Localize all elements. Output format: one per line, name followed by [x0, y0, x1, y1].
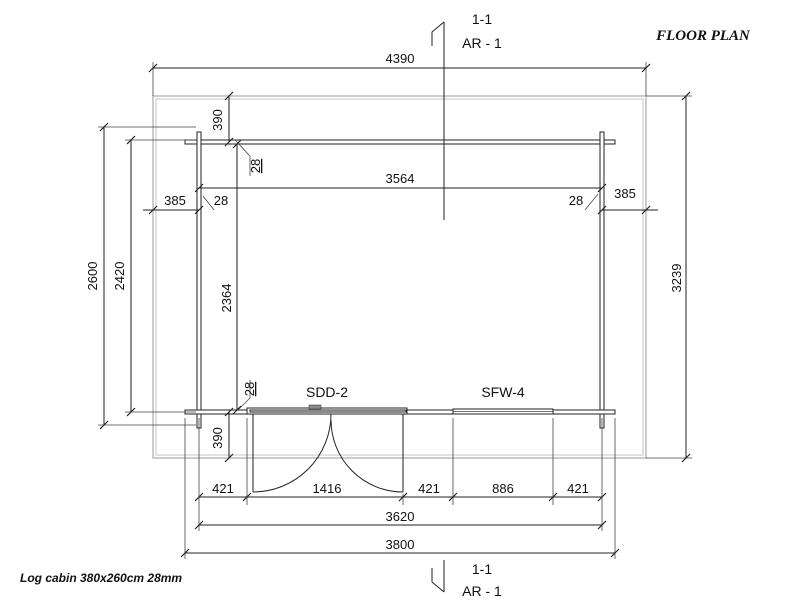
section-bottom-ref: AR - 1: [462, 583, 502, 599]
dim-label-28-top: 28: [248, 159, 263, 173]
drawing-caption: Log cabin 380x260cm 28mm: [20, 571, 182, 585]
dim-side-overhang-left: [143, 195, 215, 215]
dim-height-outer: [98, 122, 196, 430]
dim-label-2420: 2420: [112, 262, 127, 291]
drawing-title: FLOOR PLAN: [655, 28, 751, 44]
section-top-number: 1-1: [472, 11, 492, 27]
dim-bottom-segments: [194, 418, 607, 505]
dim-roof-depth: [646, 91, 692, 463]
wall-top: [184, 139, 616, 145]
dim-wall-width: [194, 505, 607, 531]
dim-label-28-right: 28: [569, 193, 583, 208]
dim-interior-depth: [232, 139, 242, 415]
section-bottom-number: 1-1: [472, 561, 492, 577]
door-sdd-2: [246, 404, 408, 493]
dim-label-390-top: 390: [210, 109, 225, 131]
dim-label-1416: 1416: [313, 481, 342, 496]
section-top-ref: AR - 1: [462, 35, 502, 51]
section-line: [431, 21, 445, 593]
wall-right: [599, 131, 605, 429]
window-label: SFW-4: [481, 384, 525, 400]
roof-outline: [152, 95, 647, 459]
dim-overall-roof-width: [148, 62, 651, 96]
door-label: SDD-2: [306, 384, 348, 400]
dim-label-390-bottom: 390: [210, 427, 225, 449]
dim-label-3239: 3239: [669, 264, 684, 293]
dim-side-overhang-right: [584, 193, 658, 215]
dim-label-385-right: 385: [614, 186, 636, 201]
dim-label-28-left: 28: [214, 193, 228, 208]
dim-label-28-bottom: 28: [242, 382, 257, 396]
dim-label-2600: 2600: [85, 262, 100, 291]
dim-label-421-right: 421: [567, 481, 589, 496]
window-sfw-4: [452, 408, 554, 415]
dim-label-421-left: 421: [212, 481, 234, 496]
dim-label-3620: 3620: [386, 509, 415, 524]
wall-left: [196, 131, 202, 429]
dim-label-3564: 3564: [386, 171, 415, 186]
dim-label-4390: 4390: [386, 51, 415, 66]
dim-label-3800: 3800: [386, 537, 415, 552]
dim-label-385-left: 385: [164, 193, 186, 208]
dim-label-421-mid: 421: [418, 481, 440, 496]
dim-roof-overhang-top: [224, 91, 234, 147]
dim-log-width: [180, 418, 620, 559]
wall-bottom-mid: [402, 409, 454, 415]
dim-interior-width: [194, 183, 607, 193]
dim-roof-overhang-bottom: [224, 407, 234, 463]
dim-height-wall: [125, 135, 196, 417]
dim-wall-thickness-bottom: [237, 380, 251, 411]
wall-bottom-right: [552, 409, 616, 415]
dim-label-2364: 2364: [219, 284, 234, 313]
dim-label-886: 886: [492, 481, 514, 496]
